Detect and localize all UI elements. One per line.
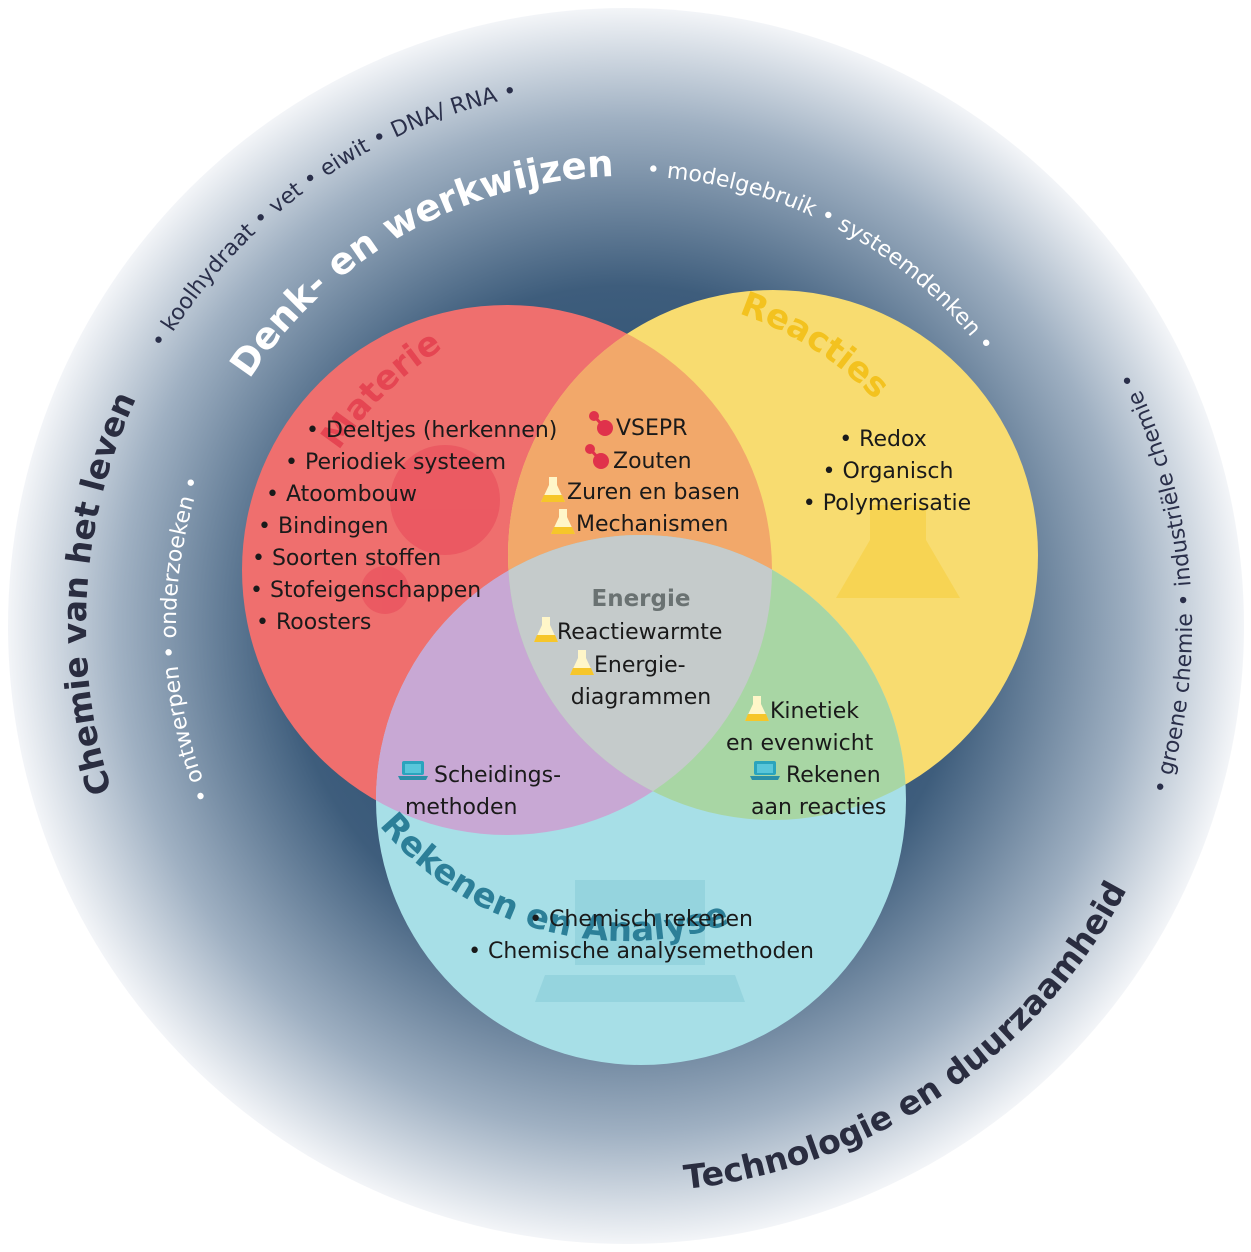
decor-laptop-icon: [535, 880, 745, 1002]
reacties-rekenen-items: Kinetiek en evenwicht Rekenen aan reacti…: [726, 696, 886, 820]
materie-item: • Periodiek systeem: [285, 450, 506, 475]
decor-atom-large: [390, 445, 500, 555]
background-decorations: [361, 445, 960, 1002]
materie-item: • Atoombouw: [266, 482, 417, 507]
materie-item: • Deeltjes (herkennen): [306, 418, 557, 443]
materie-item: • Bindingen: [258, 514, 389, 539]
materie-item: • Roosters: [256, 610, 371, 635]
overlap-item: aan reacties: [751, 795, 886, 820]
materie-item: • Stofeigenschappen: [250, 578, 481, 603]
overlap-item: Scheidings-: [434, 763, 561, 788]
rekenen-items: • Chemisch rekenen • Chemische analyseme…: [468, 907, 814, 964]
energie-title: Energie: [592, 586, 691, 612]
laptop-icon: [398, 761, 428, 780]
materie-items: • Deeltjes (herkennen) • Periodiek syste…: [250, 418, 557, 635]
overlap-item: methoden: [405, 795, 517, 820]
rekenen-item: • Chemische analysemethoden: [468, 939, 814, 964]
materie-item: • Soorten stoffen: [252, 546, 441, 571]
center-item: diagrammen: [571, 685, 711, 710]
overlap-item: en evenwicht: [726, 731, 874, 756]
overlap-item: Zouten: [613, 449, 692, 474]
rekenen-item: • Chemisch rekenen: [529, 907, 753, 932]
reacties-item: • Organisch: [823, 459, 954, 484]
overlap-item: Zuren en basen: [567, 480, 740, 505]
materie-reacties-items: VSEPR Zouten Zuren en basen Mechanismen: [541, 409, 740, 537]
center-item: Reactiewarmte: [557, 620, 722, 645]
decor-atom-small: [361, 566, 409, 614]
overlap-item: Kinetiek: [770, 699, 859, 724]
reacties-item: • Redox: [839, 427, 927, 452]
overlap-item: Rekenen: [786, 763, 881, 788]
overlap-item: Mechanismen: [576, 512, 728, 537]
venn-circles: [242, 290, 1038, 1065]
reacties-item: • Polymerisatie: [803, 491, 971, 516]
materie-rekenen-items: Scheidings- methoden: [398, 761, 561, 820]
decor-flask-icon: [836, 505, 960, 598]
reacties-items: • Redox • Organisch • Polymerisatie: [803, 427, 971, 516]
overlap-item: VSEPR: [616, 416, 687, 441]
center-item: Energie-: [594, 653, 686, 678]
center-items: Energie Reactiewarmte Energie- diagramme…: [534, 586, 722, 710]
laptop-icon: [750, 761, 780, 780]
